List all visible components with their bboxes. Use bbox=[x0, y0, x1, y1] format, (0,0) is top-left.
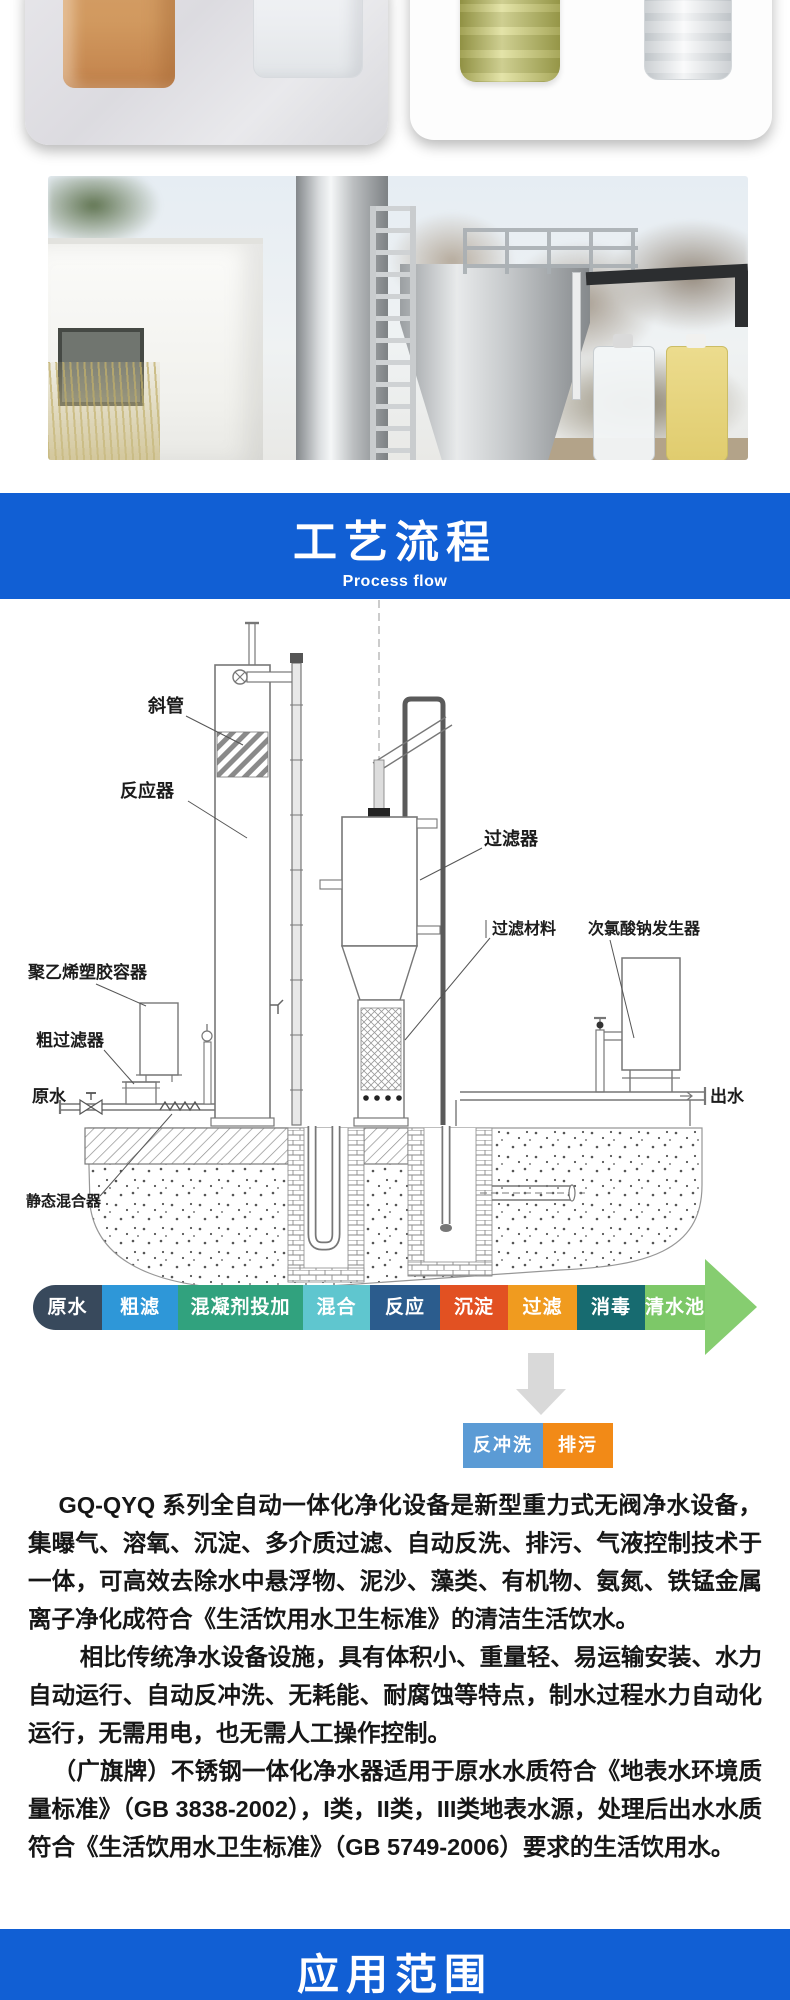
application-scope-title: 应用范围 bbox=[296, 1951, 493, 1998]
raw-vs-clean-water-photo-right bbox=[410, 0, 772, 140]
reactor-standpipe bbox=[290, 653, 303, 1126]
clean-water-bottle bbox=[253, 0, 363, 78]
filter-vessel bbox=[319, 816, 441, 1127]
leader-lines bbox=[95, 715, 635, 1197]
dark-pipe-vertical bbox=[735, 271, 748, 327]
raw-vs-clean-water-photo-left bbox=[25, 0, 388, 145]
concrete-slab bbox=[84, 1127, 409, 1165]
white-pipe bbox=[572, 272, 581, 400]
sample-bottle-yellow bbox=[666, 346, 728, 460]
platform-railing bbox=[463, 228, 638, 274]
reeds bbox=[48, 362, 160, 460]
ladder bbox=[370, 206, 416, 460]
backwash-step: 反冲洗 bbox=[463, 1423, 543, 1468]
process-flow-subtitle: Process flow bbox=[342, 573, 448, 590]
flow-step-coagulant: 混凝剂投加 bbox=[178, 1285, 303, 1330]
backwash-drain-bar: 反冲洗 排污 bbox=[463, 1423, 613, 1468]
label-static-mixer: 静态混合器 bbox=[26, 1192, 102, 1210]
sample-bottle-clear bbox=[593, 346, 655, 460]
process-flow-title: 工艺流程 bbox=[293, 518, 497, 567]
flow-step-raw-water: 原水 bbox=[33, 1285, 102, 1330]
coarse-filter bbox=[122, 1081, 160, 1105]
process-flow-banner: 工艺流程 Process flow bbox=[0, 493, 790, 599]
outlet-pipe bbox=[455, 1087, 707, 1126]
down-arrow-shaft bbox=[528, 1353, 554, 1389]
description-paragraph-2: 相比传统净水设备设施，具有体积小、重量轻、易运输安装、水力自动运行、自动反冲洗、… bbox=[28, 1644, 762, 1746]
inlet-pipe-assembly bbox=[58, 1024, 215, 1116]
equipment-site-photo bbox=[48, 176, 748, 460]
flow-step-coarse-filter: 粗滤 bbox=[102, 1285, 178, 1330]
green-raw-water-bottle bbox=[460, 0, 560, 82]
down-arrow-icon bbox=[505, 1353, 577, 1415]
sample-bottle-yellow-cap bbox=[686, 334, 706, 348]
drain-step: 排污 bbox=[543, 1423, 613, 1468]
flow-step-sedimentation: 沉淀 bbox=[440, 1285, 508, 1330]
process-schematic-diagram: 斜管 反应器 过滤器 过滤材料 次氯酸钠发生器 聚乙烯塑胶容器 粗过滤器 原水 … bbox=[26, 600, 745, 1290]
down-arrow-head bbox=[516, 1389, 566, 1415]
label-inclined-tube: 斜管 bbox=[147, 695, 184, 716]
label-reactor: 反应器 bbox=[120, 780, 175, 801]
product-description: GQ-QYQ 系列全自动一体化净化设备是新型重力式无阀净水设备，集曝气、溶氧、沉… bbox=[28, 1486, 762, 1866]
process-flow-bar: 原水 粗滤 混凝剂投加 混合 反应 沉淀 过滤 消毒 清水池 bbox=[33, 1285, 705, 1330]
flow-step-filtration: 过滤 bbox=[508, 1285, 577, 1330]
label-outlet-water: 出水 bbox=[710, 1086, 745, 1106]
label-filter-media: 过滤材料 bbox=[492, 919, 556, 938]
label-pe-container: 聚乙烯塑胶容器 bbox=[27, 962, 148, 982]
buried-pipe bbox=[480, 1184, 585, 1202]
clear-treated-water-bottle bbox=[644, 0, 732, 80]
flow-step-reaction: 反应 bbox=[370, 1285, 440, 1330]
label-filter: 过滤器 bbox=[484, 828, 539, 849]
sample-bottle-clear-cap bbox=[613, 334, 633, 348]
pe-container bbox=[136, 1002, 182, 1082]
flow-step-clean-water-tank: 清水池 bbox=[645, 1285, 705, 1330]
underground-pit-right bbox=[407, 1126, 493, 1277]
flow-step-mixing: 混合 bbox=[303, 1285, 370, 1330]
murky-water-bottle bbox=[63, 0, 175, 88]
application-scope-banner: 应用范围 bbox=[0, 1929, 790, 2000]
description-paragraph-3: （广旗牌）不锈钢一体化净水器适用于原水水质符合《地表水环境质量标准》（GB 38… bbox=[28, 1758, 762, 1860]
filter-riser-pipes bbox=[368, 600, 453, 1125]
label-coarse-filter: 粗过滤器 bbox=[36, 1030, 105, 1050]
naclo-generator bbox=[594, 957, 681, 1093]
flow-step-disinfection: 消毒 bbox=[577, 1285, 645, 1330]
description-paragraph-1: GQ-QYQ 系列全自动一体化净化设备是新型重力式无阀净水设备，集曝气、溶氧、沉… bbox=[28, 1492, 762, 1632]
label-raw-water: 原水 bbox=[32, 1086, 67, 1106]
label-naclo-generator: 次氯酸钠发生器 bbox=[588, 919, 701, 938]
reactor-vessel bbox=[210, 621, 297, 1127]
flow-arrow-head-icon bbox=[705, 1259, 757, 1355]
underground-pit-left bbox=[287, 1126, 365, 1283]
